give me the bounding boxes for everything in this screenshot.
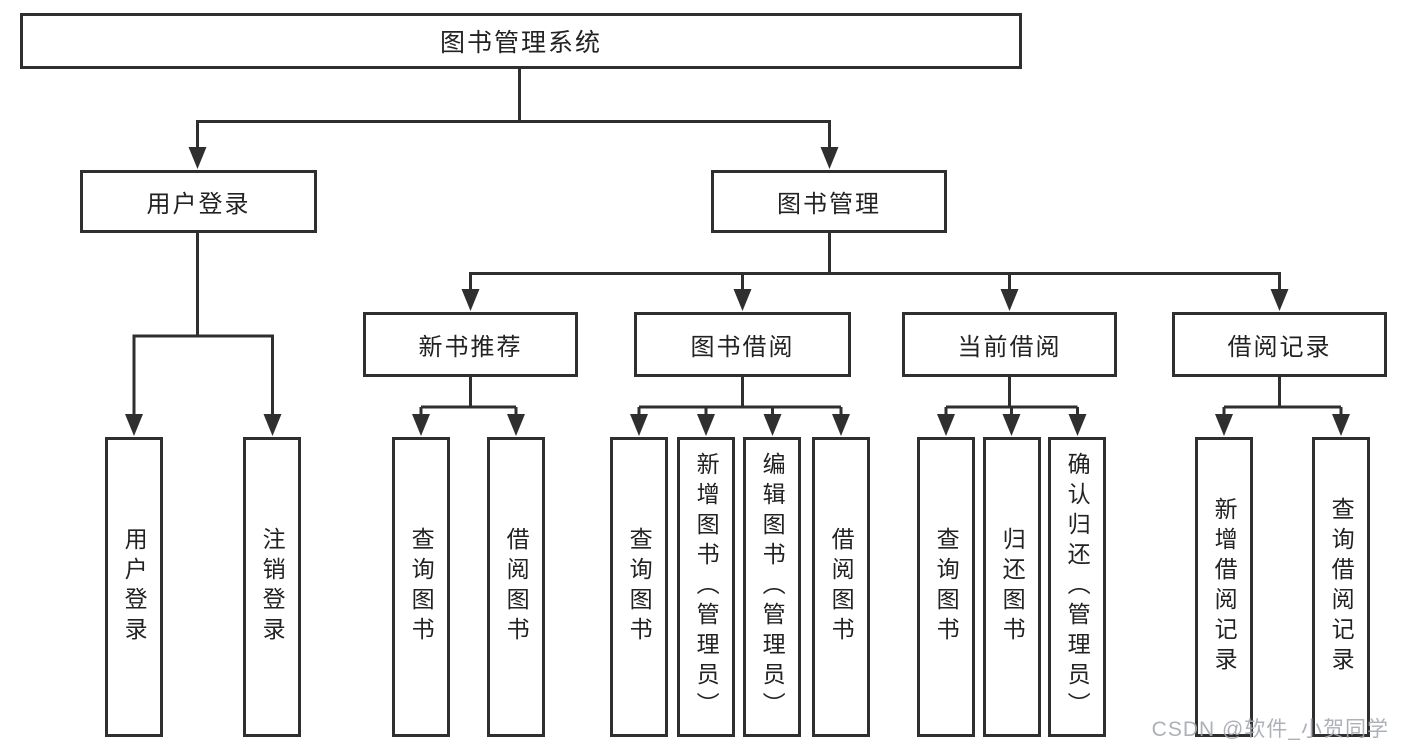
node-label: 查询借阅记录: [1328, 497, 1355, 677]
node-label: 查询图书: [626, 527, 653, 647]
connector-user-login-drops: [132, 336, 274, 416]
arrow-head-icon: [820, 147, 839, 169]
node-borrow-records: 借阅记录: [1172, 312, 1387, 377]
node-leaf-query-books-recommend: 查询图书: [392, 437, 450, 737]
node-label: 借阅记录: [1227, 334, 1332, 361]
node-leaf-borrow-books-recommend: 借阅图书: [487, 437, 545, 737]
node-label: 图书管理系统: [439, 29, 602, 57]
arrow-head-icon: [507, 414, 525, 436]
node-label: 借阅图书: [503, 527, 530, 647]
node-book-borrowing: 图书借阅: [634, 312, 851, 377]
arrow-head-icon: [1002, 414, 1021, 436]
node-leaf-borrow-books: 借阅图书: [812, 437, 870, 737]
node-library-management-system: 图书管理系统: [20, 13, 1022, 69]
node-label: 新书推荐: [418, 334, 523, 361]
arrow-head-group: [125, 147, 1350, 436]
node-label: 借阅图书: [828, 527, 855, 647]
arrow-head-icon: [1215, 414, 1233, 436]
arrow-head-icon: [1270, 289, 1289, 311]
node-leaf-edit-book-admin: 编辑图书（管理员）: [743, 437, 801, 737]
node-label: 归还图书: [999, 527, 1026, 647]
arrow-head-icon: [937, 414, 955, 436]
node-label: 用户登录: [121, 527, 148, 647]
arrow-head-icon: [1000, 289, 1019, 311]
watermark: CSDN @软件_小贺同学: [1151, 718, 1389, 741]
node-label: 新增图书（管理员）: [693, 452, 720, 722]
node-label: 注销登录: [259, 527, 286, 647]
arrow-head-icon: [263, 414, 282, 436]
connector-level3-stems: [469, 377, 1281, 407]
node-leaf-return-book: 归还图书: [983, 437, 1041, 737]
arrow-head-icon: [733, 289, 752, 311]
node-label: 用户登录: [146, 191, 251, 218]
node-leaf-add-book-admin: 新增图书（管理员）: [677, 437, 735, 737]
connector-line-group: [132, 68, 1343, 416]
arrow-head-icon: [125, 414, 143, 436]
node-label: 查询图书: [933, 527, 960, 647]
connector-leaf-drops: [419, 407, 1343, 416]
node-leaf-user-login: 用户登录: [105, 437, 163, 737]
arrow-head-icon: [1068, 414, 1087, 436]
node-current-borrowing: 当前借阅: [902, 312, 1117, 377]
node-leaf-query-books-borrowing: 查询图书: [610, 437, 668, 737]
arrow-head-icon: [461, 289, 480, 311]
node-leaf-confirm-return-admin: 确认归还（管理员）: [1048, 437, 1106, 737]
node-label: 图书管理: [777, 191, 881, 218]
arrow-head-icon: [697, 414, 715, 436]
arrow-head-icon: [832, 414, 850, 436]
node-leaf-add-borrow-record: 新增借阅记录: [1195, 437, 1253, 737]
node-leaf-query-books-current: 查询图书: [917, 437, 975, 737]
node-new-book-recommendation: 新书推荐: [363, 312, 578, 377]
node-label: 当前借阅: [957, 334, 1062, 361]
arrow-head-icon: [763, 414, 782, 436]
node-label: 新增借阅记录: [1211, 497, 1238, 677]
node-book-management: 图书管理: [711, 170, 947, 233]
connector-book-mgmt-drops: [469, 273, 1281, 292]
node-user-login: 用户登录: [80, 170, 317, 233]
connector-root-drops: [196, 121, 831, 150]
arrow-head-icon: [630, 414, 648, 436]
arrow-head-icon: [188, 147, 207, 169]
node-leaf-logout: 注销登录: [243, 437, 301, 737]
arrow-head-icon: [1332, 414, 1350, 436]
node-label: 编辑图书（管理员）: [759, 452, 786, 722]
node-label: 确认归还（管理员）: [1064, 452, 1091, 722]
arrow-head-icon: [412, 414, 430, 436]
node-leaf-query-borrow-record: 查询借阅记录: [1312, 437, 1370, 737]
node-label: 图书借阅: [690, 334, 795, 361]
node-label: 查询图书: [408, 527, 435, 647]
